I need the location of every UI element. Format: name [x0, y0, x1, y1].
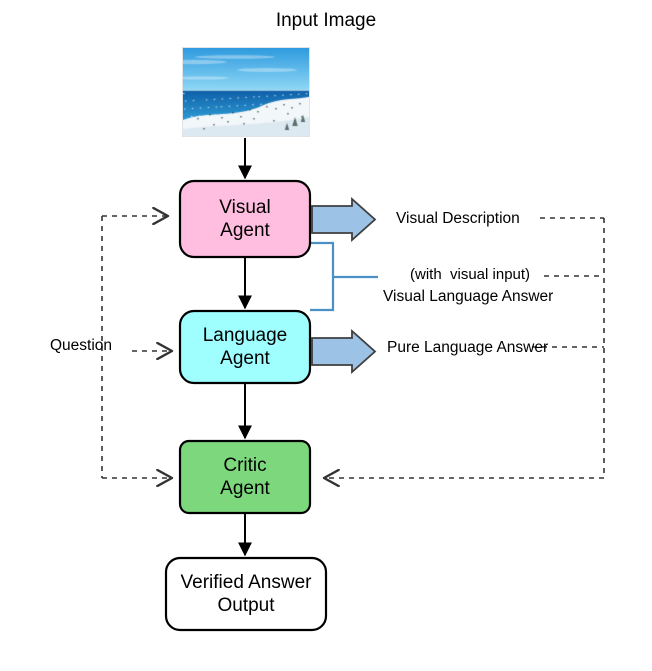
- input-image-thumbnail: [182, 47, 310, 137]
- node-visual-agent[interactable]: [178, 179, 312, 259]
- label-with-visual-input: (with visual input): [410, 266, 531, 283]
- label-pure-language-answer: Pure Language Answer: [387, 339, 549, 356]
- block-arrow-visual-description: [311, 196, 377, 243]
- page-title: Input Image: [275, 10, 377, 31]
- snowy-beach-ocean-photo: [183, 48, 309, 136]
- node-critic-agent[interactable]: [178, 439, 312, 515]
- node-verified-output[interactable]: [164, 556, 328, 632]
- block-arrow-pure-language-answer: [311, 328, 377, 375]
- node-language-agent[interactable]: [178, 309, 312, 385]
- label-visual-description: Visual Description: [396, 210, 520, 227]
- label-visual-language-answer: Visual Language Answer: [383, 288, 554, 305]
- blue-visual-input-bracket: [310, 241, 335, 312]
- label-question: Question: [50, 337, 113, 354]
